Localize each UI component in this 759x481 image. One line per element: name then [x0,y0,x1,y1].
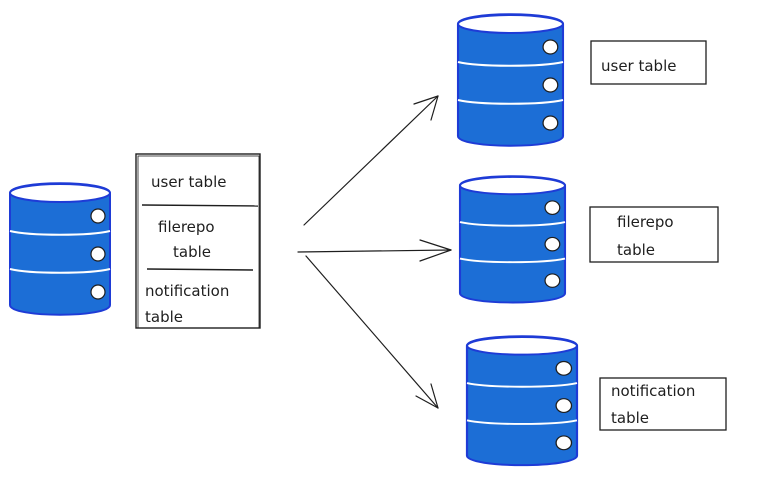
target-label-filerepo-line1: filerepo [617,213,674,231]
arrow-to-filerepo-db [297,239,452,262]
target-label-notification: notification table [599,377,727,431]
target-database-user [456,13,565,147]
target-label-filerepo-line2: table [617,241,655,259]
arrow-to-notification-db [305,255,439,409]
database-icon [456,13,565,147]
database-icon [9,182,111,316]
source-row-user-table: user table [151,173,226,191]
source-row-filerepo-line2: table [173,243,211,261]
target-database-filerepo [458,175,567,304]
arrow-to-user-db [303,95,439,226]
source-row-notification-line1: notification [145,282,229,300]
target-label-user: user table [590,40,707,85]
source-table-box: user table filerepo table notification t… [135,153,261,329]
target-label-notification-line2: table [611,409,649,427]
source-database [9,182,111,316]
source-row-notification-line2: table [145,308,183,326]
database-icon [465,335,579,467]
target-label-filerepo: filerepo table [589,206,719,263]
target-label-user-text: user table [601,57,676,75]
database-icon [458,175,567,304]
target-database-notification [465,335,579,467]
source-row-filerepo-line1: filerepo [158,218,215,236]
target-label-notification-line1: notification [611,382,695,400]
